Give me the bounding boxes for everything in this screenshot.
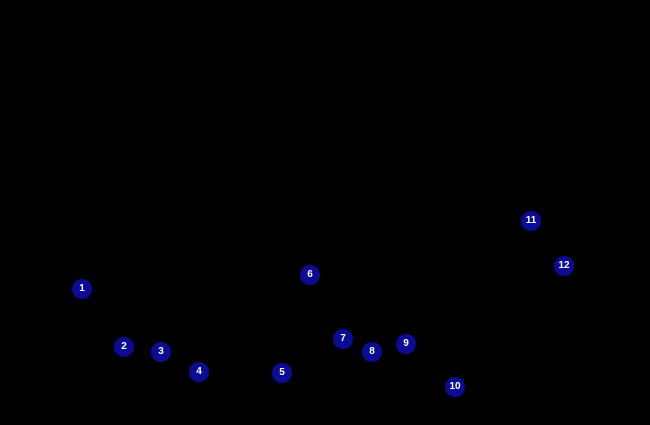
numbered-marker-2[interactable]: 2 [114,337,134,357]
numbered-marker-3[interactable]: 3 [151,342,171,362]
marker-label: 5 [279,367,285,378]
numbered-marker-10[interactable]: 10 [445,377,465,397]
marker-label: 7 [340,333,346,344]
numbered-marker-1[interactable]: 1 [72,279,92,299]
marker-label: 8 [369,346,375,357]
numbered-marker-5[interactable]: 5 [272,363,292,383]
marker-label: 1 [79,283,85,294]
marker-label: 3 [158,346,164,357]
marker-label: 2 [121,341,127,352]
marker-label: 10 [449,381,461,392]
numbered-marker-7[interactable]: 7 [333,329,353,349]
numbered-marker-4[interactable]: 4 [189,362,209,382]
numbered-marker-6[interactable]: 6 [300,265,320,285]
numbered-marker-8[interactable]: 8 [362,342,382,362]
numbered-marker-12[interactable]: 12 [554,256,574,276]
marker-label: 11 [525,215,537,226]
numbered-marker-11[interactable]: 11 [521,211,541,231]
marker-label: 4 [196,366,202,377]
numbered-marker-9[interactable]: 9 [396,334,416,354]
marker-label: 12 [558,260,570,271]
marker-label: 6 [307,269,313,280]
marker-label: 9 [403,338,409,349]
